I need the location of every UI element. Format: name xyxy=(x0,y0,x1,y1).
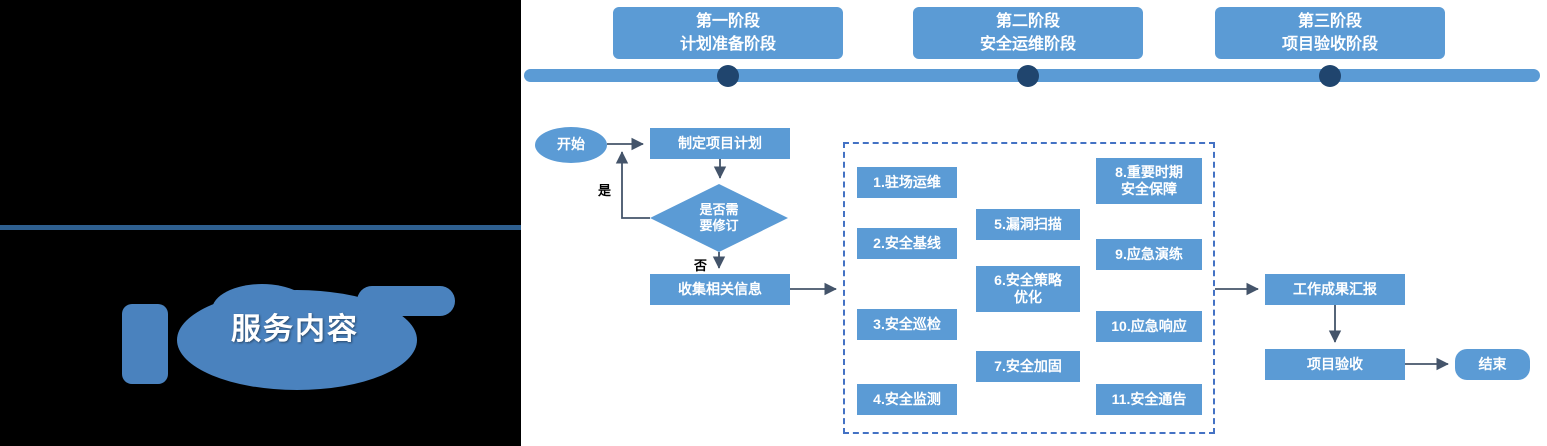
service-item-6: 6.安全策略 优化 xyxy=(976,266,1080,312)
service-item-7: 7.安全加固 xyxy=(976,351,1080,382)
service-item-10: 10.应急响应 xyxy=(1096,311,1202,342)
phase-header-3: 第三阶段 项目验收阶段 xyxy=(1215,7,1445,59)
flow-start-node: 开始 xyxy=(535,127,607,163)
service-item-11: 11.安全通告 xyxy=(1096,384,1202,415)
services-group-box xyxy=(843,142,1215,434)
phase-header-2: 第二阶段 安全运维阶段 xyxy=(913,7,1143,59)
timeline-dot-1 xyxy=(717,65,739,87)
flow-decision-node: 是否需 要修订 xyxy=(650,184,788,252)
service-item-9: 9.应急演练 xyxy=(1096,239,1202,270)
branch-label-no: 否 xyxy=(694,258,708,273)
service-item-3: 3.安全巡检 xyxy=(857,309,957,340)
flow-collect-info-node: 收集相关信息 xyxy=(650,274,790,305)
service-item-1: 1.驻场运维 xyxy=(857,167,957,198)
section-title: 服务内容 xyxy=(231,313,359,346)
flow-make-plan-node: 制定项目计划 xyxy=(650,128,790,159)
service-item-5: 5.漏洞扫描 xyxy=(976,209,1080,240)
left-black-panel: 服务内容 xyxy=(0,0,521,446)
flow-end-node: 结束 xyxy=(1455,349,1530,380)
divider-line xyxy=(0,225,521,230)
service-item-8: 8.重要时期 安全保障 xyxy=(1096,158,1202,204)
service-item-2: 2.安全基线 xyxy=(857,228,957,259)
hand-pointer-shape: 服务内容 xyxy=(112,258,462,398)
timeline-dot-3 xyxy=(1319,65,1341,87)
phase-header-1: 第一阶段 计划准备阶段 xyxy=(613,7,843,59)
flow-report-node: 工作成果汇报 xyxy=(1265,274,1405,305)
pointing-hand-icon xyxy=(122,284,455,390)
service-item-4: 4.安全监测 xyxy=(857,384,957,415)
flow-acceptance-node: 项目验收 xyxy=(1265,349,1405,380)
branch-label-yes: 是 xyxy=(598,183,612,198)
timeline-dot-2 xyxy=(1017,65,1039,87)
